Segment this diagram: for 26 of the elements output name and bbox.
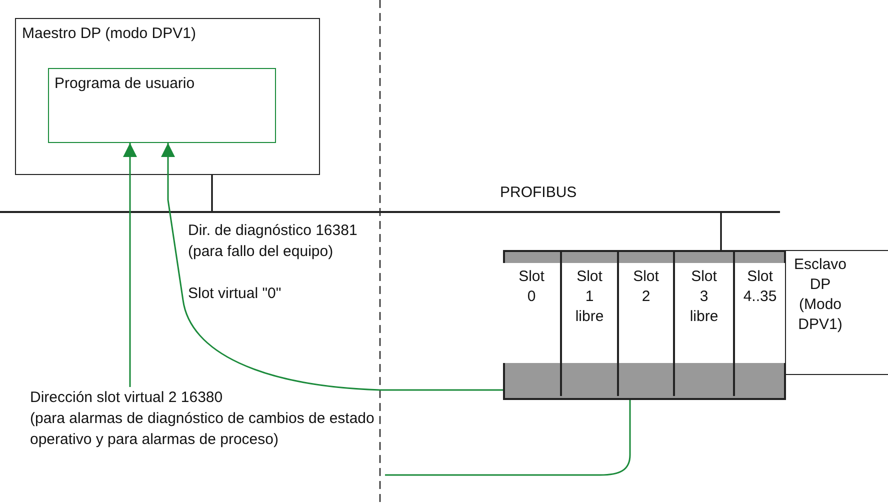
note-text: Slot virtual "0": [188, 284, 282, 304]
slot-label: Slot 4..35: [743, 267, 777, 307]
slot-module: [733, 250, 785, 396]
note-text: Dir. de diagnóstico 16381 (para fallo del equipo): [188, 221, 358, 262]
connector-line: [211, 175, 213, 211]
box-title: Esclavo DP (Modo DPV1): [794, 255, 847, 335]
slot-rack: [503, 250, 786, 400]
note-text: Dirección slot virtual 2 16380: [30, 388, 224, 408]
slot-label: Slot 3 libre: [690, 267, 718, 327]
slot-module: [673, 250, 733, 396]
program-box: [48, 68, 276, 142]
box-title: Programa de usuario: [54, 74, 196, 94]
slot-module: [617, 250, 673, 396]
arrow: [161, 143, 503, 391]
slot-module: [560, 250, 617, 396]
slot-label: Slot 2: [633, 267, 659, 307]
box-title: Maestro DP (modo DPV1): [22, 24, 197, 44]
connector-line: [385, 400, 631, 476]
slot-label: Slot 0: [518, 267, 544, 307]
master-box: [15, 18, 320, 175]
bus-label: PROFIBUS: [500, 184, 577, 201]
slave-box: [785, 250, 888, 375]
connector-line: [720, 213, 722, 250]
slot-label: Slot 1 libre: [575, 267, 604, 327]
arrow: [123, 143, 137, 387]
note-text: (para alarmas de diagnóstico de cambios de estado operativo y para alarmas de proceso): [30, 409, 376, 450]
